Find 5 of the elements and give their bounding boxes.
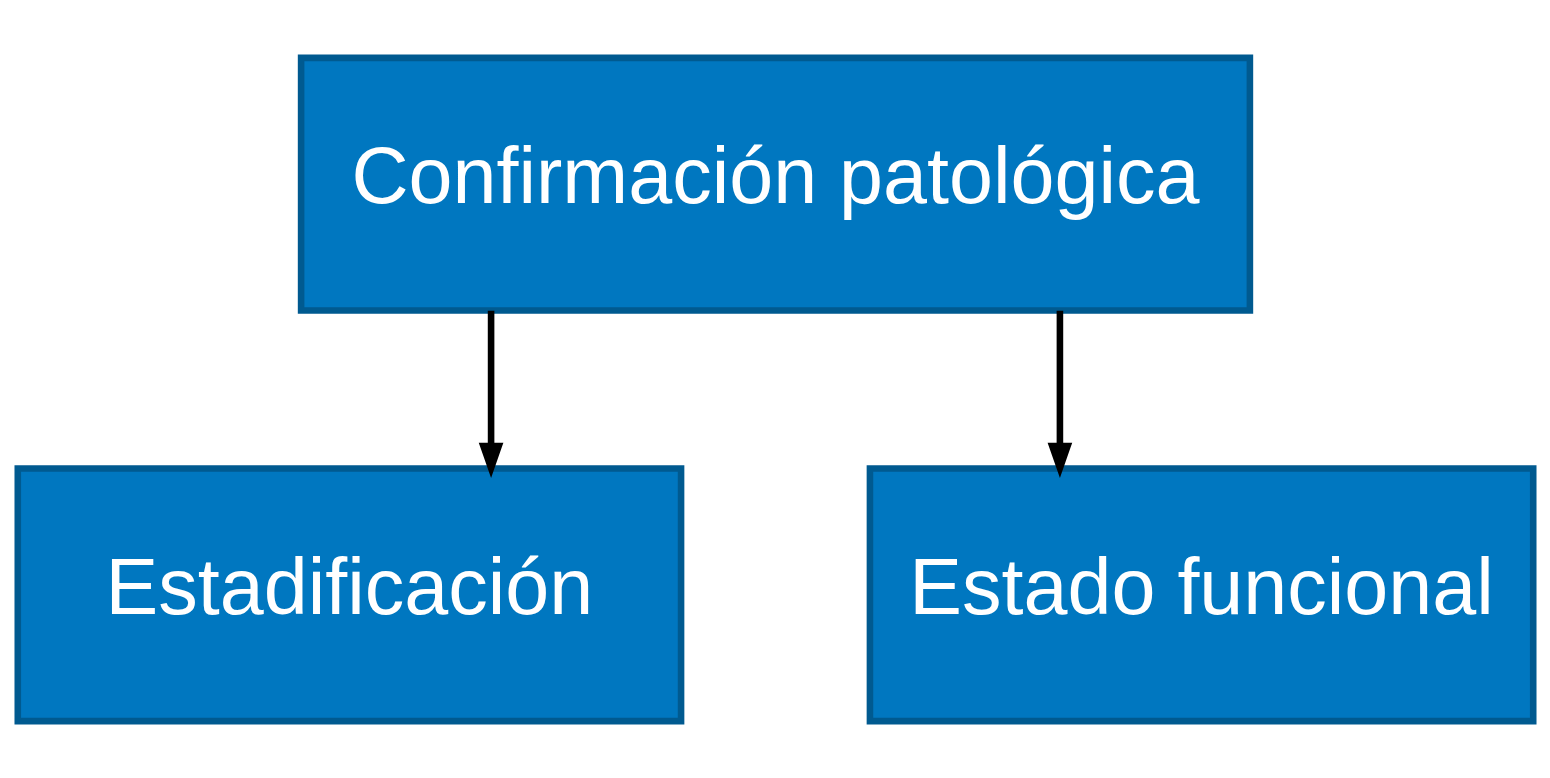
node-box: Estado funcional [866, 464, 1536, 724]
arrow [478, 310, 503, 478]
node-box: Confirmación patológica [297, 54, 1253, 314]
node-box: Estadificación [14, 464, 684, 724]
arrow [1047, 310, 1072, 478]
